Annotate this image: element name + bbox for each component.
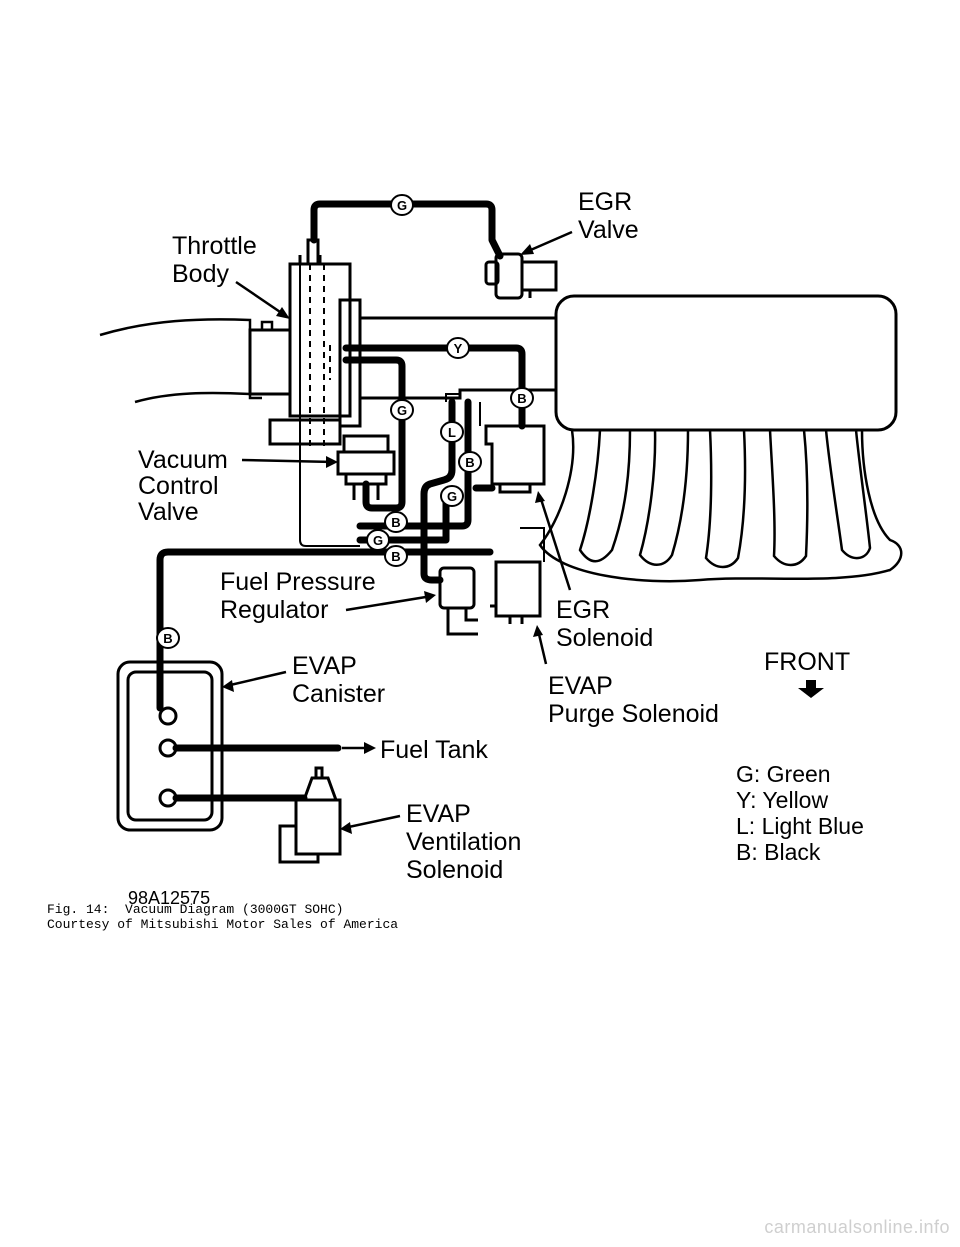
svg-text:Throttle: Throttle [172,232,257,260]
color-legend: G: Green Y: Yellow L: Light Blue B: Blac… [736,761,864,865]
intake-duct [99,318,274,404]
hose-tag-g-3: G [440,485,464,507]
svg-text:Solenoid: Solenoid [556,624,653,652]
label-fuel-pressure-regulator: Fuel Pressure Regulator [220,568,376,624]
svg-text:EVAP: EVAP [548,672,613,700]
hose-tags: G Y B G L B G B G B B [156,194,534,649]
hose-tag-g-2: G [390,399,414,421]
legend-item-yellow: Y: Yellow [736,787,828,813]
label-vacuum-control-valve: Vacuum Control Valve [138,446,228,526]
hose-tag-l: L [440,421,464,443]
label-throttle-body: Throttle Body [172,232,257,288]
egr-solenoid [490,560,542,624]
egr-valve [484,252,558,300]
label-front: FRONT [764,648,850,676]
svg-text:B: B [465,455,474,470]
hose-tag-b-4: B [384,545,408,567]
label-evap-canister: EVAP Canister [292,652,385,708]
legend-item-green: G: Green [736,761,831,787]
hose-tag-y: Y [446,337,470,359]
throttle-internal-passage [309,264,331,450]
hose-tag-g-4: G [366,529,390,551]
svg-text:Fuel Pressure: Fuel Pressure [220,568,376,596]
figure-caption: Fig. 14: Vacuum Diagram (3000GT SOHC) [47,902,344,917]
hose-tag-b-3: B [384,511,408,533]
intake-runners [538,429,903,583]
front-arrow-icon [798,680,824,698]
hose-outlines [299,256,545,562]
hose-tag-b-2: B [458,451,482,473]
svg-text:Regulator: Regulator [220,596,328,624]
svg-text:L: L [448,425,456,440]
svg-text:Y: Y [454,341,463,356]
svg-text:Body: Body [172,260,229,288]
arrowheads [222,244,545,834]
svg-text:B: B [391,515,400,530]
svg-text:EGR: EGR [578,188,632,216]
legend-item-light-blue: L: Light Blue [736,813,864,839]
throttle-body [248,238,362,446]
vacuum-hoses [156,200,526,802]
leader-arrows [225,230,573,830]
svg-text:Vacuum: Vacuum [138,446,228,474]
evap-ventilation-solenoid [278,766,342,864]
svg-text:EVAP: EVAP [292,652,357,680]
intake-plenum [554,294,898,432]
svg-text:EGR: EGR [556,596,610,624]
svg-text:Valve: Valve [138,498,199,526]
svg-text:EVAP: EVAP [406,800,471,828]
figure-credit: Courtesy of Mitsubishi Motor Sales of Am… [47,917,399,932]
watermark: carmanualsonline.info [764,1217,950,1237]
fuel-pressure-regulator [438,566,478,636]
svg-text:G: G [373,533,383,548]
label-egr-solenoid: EGR Solenoid [556,596,653,652]
svg-text:G: G [447,489,457,504]
svg-text:G: G [397,198,407,213]
svg-text:Purge Solenoid: Purge Solenoid [548,700,719,728]
legend-item-black: B: Black [736,839,821,865]
hose-tag-b-1: B [510,387,534,409]
figure-code: 98A12575 [128,888,210,908]
svg-text:Ventilation: Ventilation [406,828,521,856]
svg-text:G: G [397,403,407,418]
svg-text:Control: Control [138,472,219,500]
hose-tag-b-5: B [156,627,180,649]
label-evap-ventilation-solenoid: EVAP Ventilation Solenoid [406,800,521,884]
svg-text:B: B [163,631,172,646]
evap-purge-solenoid [484,424,546,494]
svg-text:B: B [391,549,400,564]
svg-text:Valve: Valve [578,216,639,244]
hose-tag-g-top: G [390,194,414,216]
svg-text:Canister: Canister [292,680,385,708]
label-fuel-tank: Fuel Tank [380,736,488,764]
svg-text:Solenoid: Solenoid [406,856,503,884]
label-egr-valve: EGR Valve [578,188,639,244]
svg-text:B: B [517,391,526,406]
label-evap-purge-solenoid: EVAP Purge Solenoid [548,672,719,728]
